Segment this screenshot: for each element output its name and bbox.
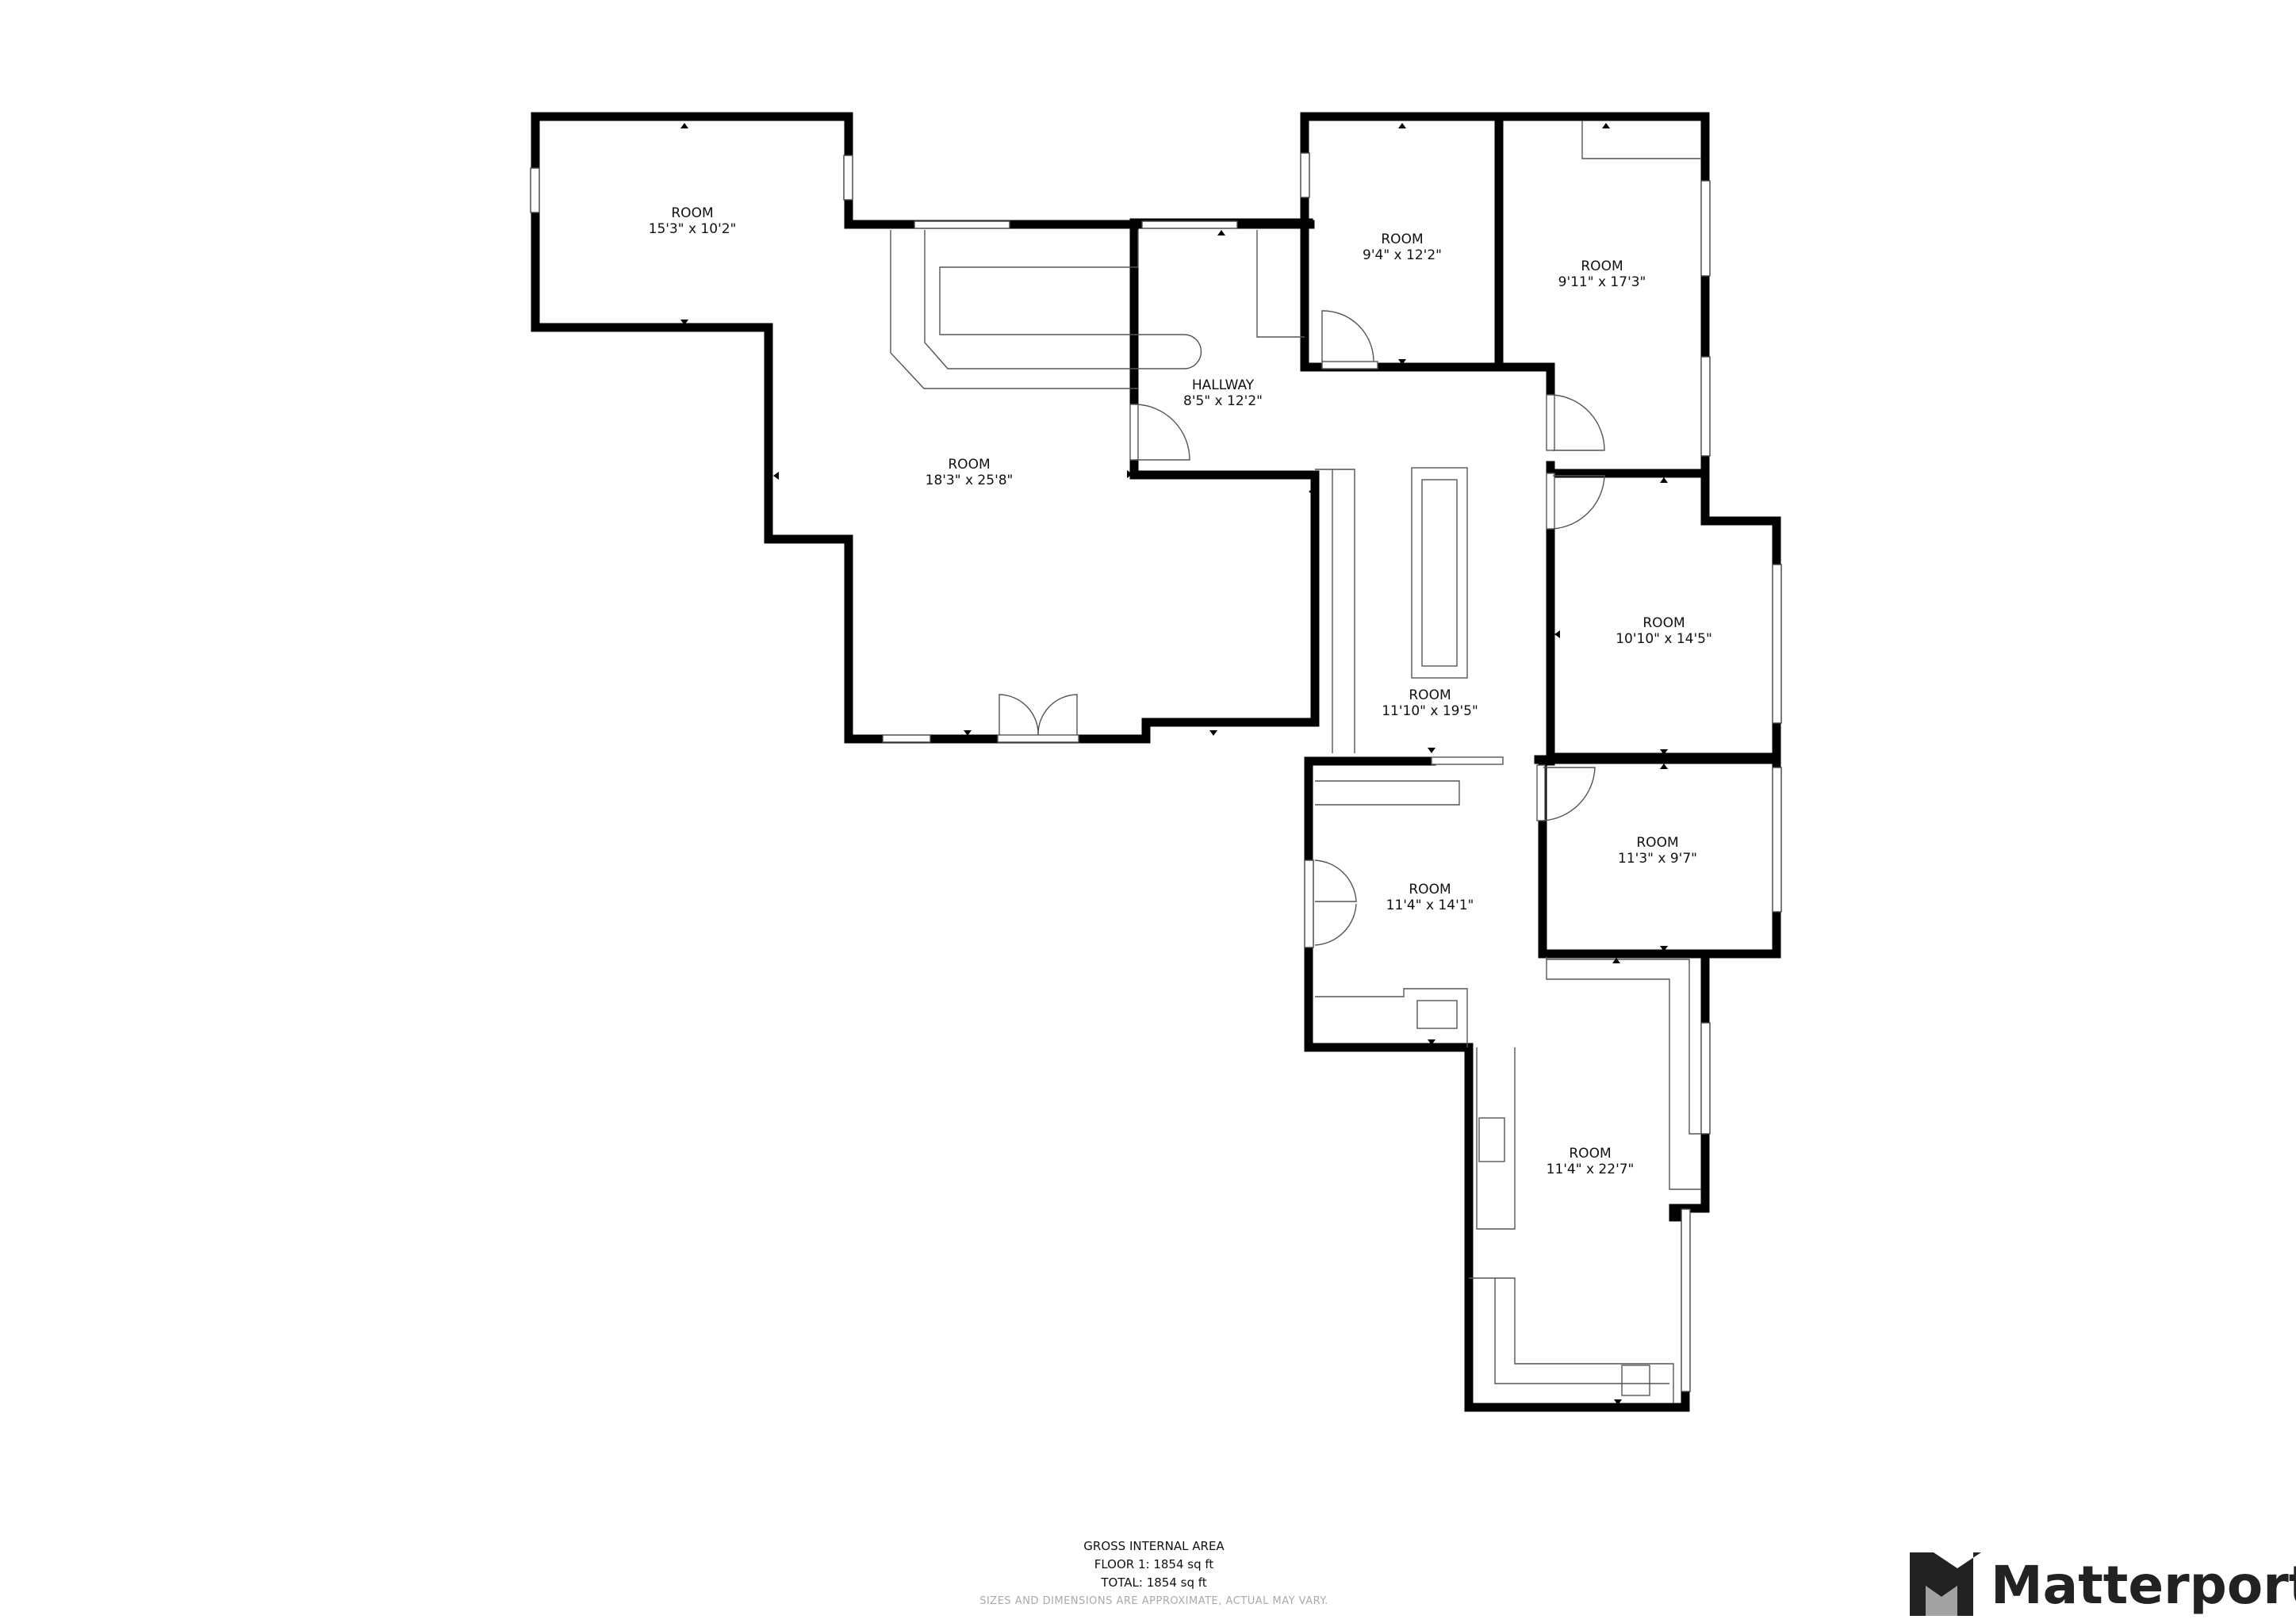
room-label-name: ROOM <box>948 457 990 473</box>
room-label-dims: 9'4" x 12'2" <box>1363 247 1442 263</box>
room-label-dims: 18'3" x 25'8" <box>926 473 1014 488</box>
room-label-dims: 10'10" x 14'5" <box>1616 631 1712 647</box>
area-title: GROSS INTERNAL AREA <box>1083 1539 1225 1553</box>
room-label-name: ROOM <box>1381 232 1423 247</box>
total-area: TOTAL: 1854 sq ft <box>1100 1575 1206 1590</box>
wall-top-bedrooms-south <box>1300 362 1555 400</box>
room-label-name: ROOM <box>1569 1146 1611 1162</box>
door <box>1536 764 1546 821</box>
room-label-name: ROOM <box>1581 258 1623 274</box>
window <box>1141 220 1238 229</box>
room-label-name: ROOM <box>1636 835 1678 851</box>
window <box>1304 859 1314 948</box>
matterport-logo-icon <box>1910 1552 1981 1616</box>
window <box>882 734 931 743</box>
room-label-dims: 9'11" x 17'3" <box>1558 274 1646 290</box>
counter <box>890 230 1138 389</box>
window <box>843 155 853 201</box>
disclaimer: SIZES AND DIMENSIONS ARE APPROXIMATE, AC… <box>979 1595 1328 1607</box>
room-labels: ROOM 15'3" x 10'2" ROOM 18'3" x 25'8" HA… <box>649 205 1712 1177</box>
window <box>1700 1022 1711 1135</box>
door <box>997 734 1079 743</box>
room-label-dims: 15'3" x 10'2" <box>649 221 737 237</box>
brand-name: Matterport <box>1991 1555 2296 1616</box>
windows <box>530 152 1782 1392</box>
room-label-name: HALLWAY <box>1192 377 1255 393</box>
door <box>1431 756 1504 765</box>
window <box>1772 564 1782 724</box>
sink <box>1416 1000 1458 1029</box>
room-label-name: ROOM <box>671 205 713 221</box>
fixtures <box>890 121 1701 1403</box>
room-label-dims: 11'4" x 14'1" <box>1386 898 1474 913</box>
door <box>1546 394 1555 451</box>
walls <box>531 112 1781 1412</box>
window <box>1700 356 1711 457</box>
wall-west-block <box>531 112 1320 744</box>
dimension-ticks <box>680 123 1668 1405</box>
window <box>1681 1208 1691 1392</box>
window <box>1300 152 1310 198</box>
doors <box>997 310 1605 946</box>
wall-north-block <box>1300 112 1710 478</box>
door <box>1129 404 1139 461</box>
room-label-dims: 8'5" x 12'2" <box>1183 393 1263 409</box>
window <box>530 167 540 213</box>
door <box>1321 361 1378 369</box>
bookshelf <box>1315 469 1355 753</box>
window <box>914 220 1010 229</box>
door <box>1546 473 1555 530</box>
room-label-name: ROOM <box>1409 882 1451 898</box>
room-label-dims: 11'10" x 19'5" <box>1382 703 1478 719</box>
window <box>1700 180 1711 277</box>
sink <box>1478 1117 1505 1162</box>
room-label-dims: 11'3" x 9'7" <box>1618 851 1697 867</box>
kitchen-island <box>1411 467 1468 679</box>
room-label-dims: 11'4" x 22'7" <box>1547 1162 1635 1177</box>
room-label-name: ROOM <box>1642 615 1685 631</box>
wall-11-3-room <box>1534 755 1781 959</box>
window <box>1772 767 1782 913</box>
sink <box>1621 1365 1650 1396</box>
room-label-name: ROOM <box>1409 687 1451 703</box>
area-summary: GROSS INTERNAL AREA FLOOR 1: 1854 sq ft … <box>979 1539 1328 1607</box>
floor-area: FLOOR 1: 1854 sq ft <box>1094 1557 1214 1571</box>
